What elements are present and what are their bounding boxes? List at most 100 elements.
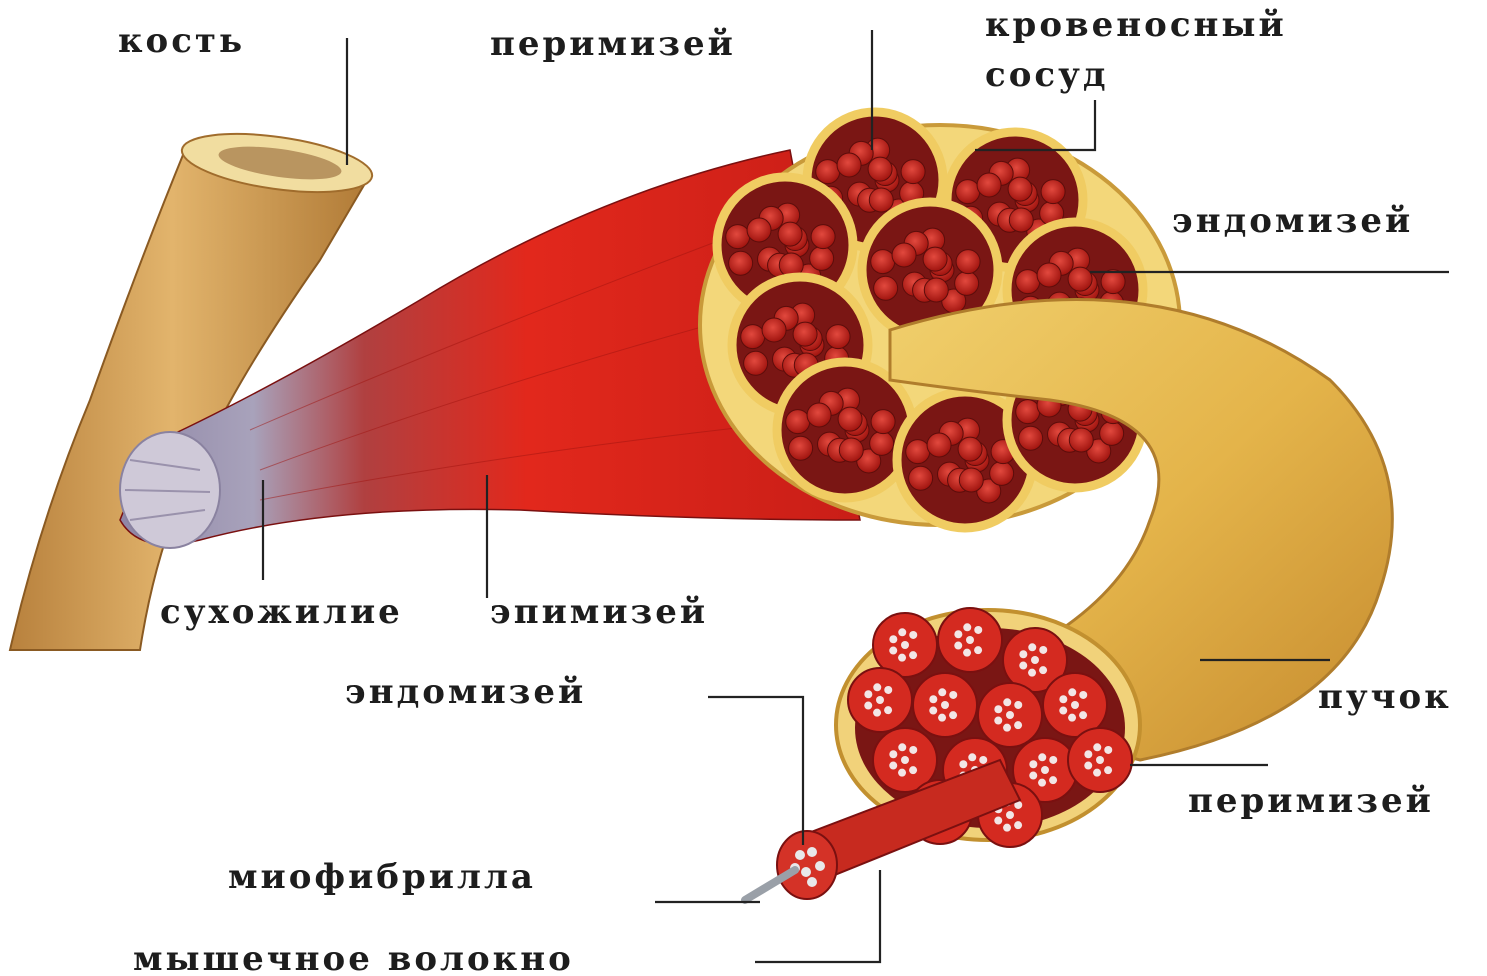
myofibril-dot — [909, 631, 917, 639]
myofibril-dot — [1039, 646, 1047, 654]
tendon-attachment — [120, 432, 220, 548]
myofibril-dot — [1038, 753, 1046, 761]
myofibril-dot — [941, 701, 949, 709]
myofibril-dot — [1003, 698, 1011, 706]
myofibril-dot — [994, 705, 1002, 713]
myofibril-dot — [1041, 766, 1049, 774]
myofibril-dot — [1014, 721, 1022, 729]
fiber-section — [816, 160, 840, 184]
fiber-section — [923, 247, 947, 271]
myofibril-dot — [974, 646, 982, 654]
fiber-section — [1100, 421, 1124, 445]
myofibril-dot — [901, 641, 909, 649]
label-blood-vessel-line2: сосуд — [985, 55, 1109, 95]
fiber-section — [869, 188, 893, 212]
fiber-section — [958, 437, 982, 461]
myofibril-dot — [1031, 656, 1039, 664]
fiber-section — [762, 318, 786, 342]
myofibril-dot — [963, 623, 971, 631]
fiber-section — [1069, 428, 1093, 452]
myofibril-dot — [1071, 701, 1079, 709]
myofibril-dot — [949, 691, 957, 699]
myofibril-dot — [889, 647, 897, 655]
fiber-section — [729, 251, 753, 275]
myofibril-dot — [1049, 756, 1057, 764]
myofibril-dot — [1079, 711, 1087, 719]
myofibril-dot — [1019, 650, 1027, 658]
fiber-section — [747, 218, 771, 242]
label-myofibril: миофибрилла — [228, 857, 536, 897]
myofibril-dot — [1019, 662, 1027, 670]
myofibril-dot — [1079, 691, 1087, 699]
fiber-section — [837, 153, 861, 177]
myofibril-dot — [929, 707, 937, 715]
label-epimysium: эпимизей — [490, 592, 708, 632]
myofibril-dot — [1014, 701, 1022, 709]
fiber-section — [1037, 263, 1061, 287]
fiber-section — [955, 271, 979, 295]
myofibril-dot — [1029, 760, 1037, 768]
fiber-section — [744, 351, 768, 375]
label-blood-vessel-line1: кровеносный — [985, 5, 1287, 45]
myofibril-dot — [974, 626, 982, 634]
myofibril-dot — [954, 642, 962, 650]
myofibril-dot — [909, 746, 917, 754]
fiber-section — [959, 468, 983, 492]
fiber-section — [1009, 208, 1033, 232]
fiber-section — [838, 407, 862, 431]
myofibril-dot — [909, 651, 917, 659]
fiber-section — [868, 157, 892, 181]
myofibril-dot — [1096, 756, 1104, 764]
fiber-section — [789, 436, 813, 460]
myofibril-dot — [864, 702, 872, 710]
myofibril-dot — [949, 711, 957, 719]
myofibril-dot — [1049, 776, 1057, 784]
myofibril-dot — [901, 756, 909, 764]
myofibril-dot — [1084, 762, 1092, 770]
myofibril-dot — [1029, 772, 1037, 780]
myofibril-dot — [968, 753, 976, 761]
myofibril-dot — [1028, 669, 1036, 677]
fiber-section — [901, 160, 925, 184]
myofibril-dot — [1003, 724, 1011, 732]
fiber-section — [906, 440, 930, 464]
myofibril-dot — [963, 649, 971, 657]
myofibril-dot — [1039, 666, 1047, 674]
fiber-section — [1101, 270, 1125, 294]
myofibril-dot — [884, 686, 892, 694]
myofibril-dot — [929, 695, 937, 703]
fiber-section — [810, 246, 834, 270]
myofibril-dot — [909, 766, 917, 774]
myofibril-dot — [959, 760, 967, 768]
myofibril-dot — [1028, 643, 1036, 651]
fiber-section — [741, 325, 765, 349]
fiber-section — [1068, 267, 1092, 291]
fiber-section — [977, 173, 1001, 197]
label-muscle-fiber: мышечное волокно — [133, 939, 574, 976]
myofibril-dot — [1084, 750, 1092, 758]
label-tendon: сухожилие — [160, 592, 403, 632]
myofibril-dot — [898, 743, 906, 751]
myofibril-dot — [966, 636, 974, 644]
fiber-section — [786, 410, 810, 434]
fiber-section — [909, 466, 933, 490]
fiber-section — [956, 250, 980, 274]
fiber-section — [726, 225, 750, 249]
myofibril-dot — [994, 817, 1002, 825]
myofibril-dot — [884, 706, 892, 714]
label-endomysium-right: эндомизей — [1172, 201, 1413, 241]
fiber-section — [874, 276, 898, 300]
myofibril-dot — [1059, 695, 1067, 703]
myofibril-dot — [1006, 711, 1014, 719]
label-fascicle: пучок — [1318, 677, 1452, 717]
leader-endomysium-left — [708, 697, 803, 845]
fiber-section — [990, 461, 1014, 485]
fiber-section — [1016, 270, 1040, 294]
fiber-section — [871, 250, 895, 274]
myofibril-dot — [954, 630, 962, 638]
myofibril-dot — [1068, 714, 1076, 722]
myofibril-dot — [889, 750, 897, 758]
myofibril-dot — [873, 683, 881, 691]
fiber-section — [807, 403, 831, 427]
myofibril-dot — [938, 714, 946, 722]
